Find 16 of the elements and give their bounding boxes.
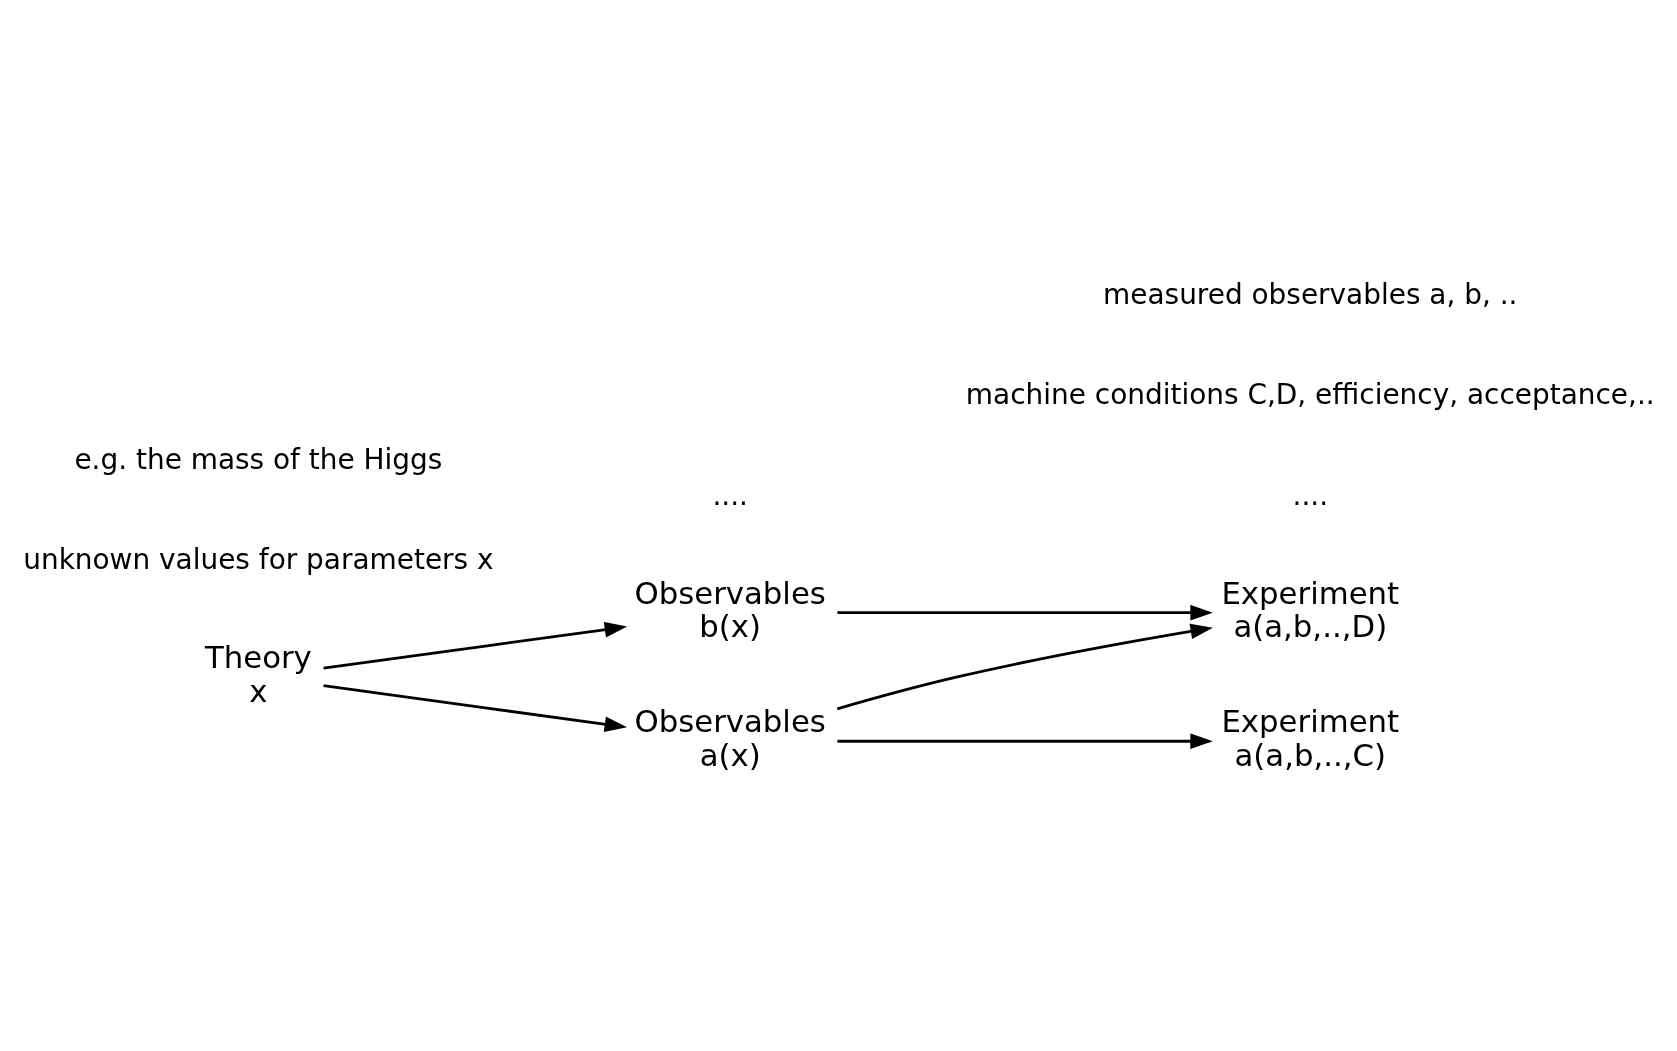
arrow bbox=[836, 623, 1213, 710]
label: e.g. the mass of the Higgs bbox=[74, 442, 443, 476]
node-text: Theory x bbox=[204, 638, 312, 709]
node-text: Observables a(x) bbox=[634, 702, 826, 773]
label: .... bbox=[712, 478, 748, 512]
arrow bbox=[323, 683, 628, 732]
arrow bbox=[837, 604, 1213, 620]
node-text: Experiment a(a,b,..,D) bbox=[1221, 574, 1400, 644]
node-text: Experiment a(a,b,..,C) bbox=[1221, 702, 1400, 773]
label: unknown values for parameters x bbox=[23, 542, 494, 576]
label: .... bbox=[1292, 478, 1329, 512]
arrow bbox=[323, 621, 628, 670]
label: measured observables a, b, .. bbox=[1103, 277, 1518, 311]
arrow bbox=[837, 732, 1213, 749]
label: machine conditions C,D, efficiency, acceptance,.. bbox=[965, 377, 1655, 411]
node-text: Observables b(x) bbox=[634, 574, 826, 644]
